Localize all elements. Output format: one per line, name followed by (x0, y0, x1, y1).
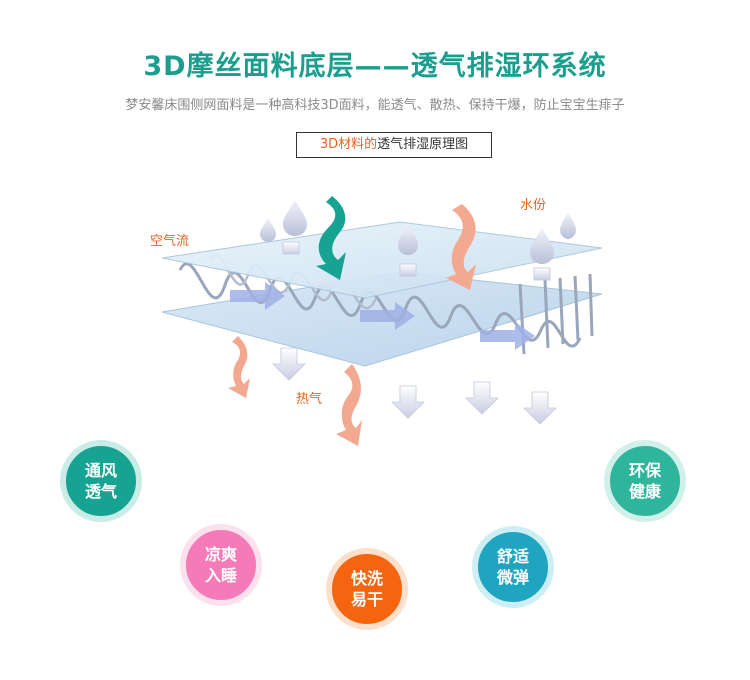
feature-badge-quick-dry: 快洗易干 (326, 548, 408, 630)
feature-badge-line1: 舒适 (496, 547, 529, 566)
top-fabric-layer (161, 221, 603, 299)
airflow-arrows (230, 282, 535, 350)
feature-badge-cool-sleep: 凉爽入睡 (180, 524, 262, 606)
feature-badge-line1: 通风 (84, 461, 117, 480)
water-drop-icons (260, 200, 576, 264)
teal-air-arrow-icon (316, 196, 346, 280)
down-arrow-icons-bottom (272, 347, 557, 425)
fabric-diagram-illustration (161, 196, 603, 446)
diagram-label: 3D材料的透气排湿原理图 (296, 132, 492, 158)
moisture-annotation: 水份 (520, 198, 547, 213)
diagram-label-rest: 透气排湿原理图 (377, 137, 469, 152)
feature-badge-eco-health: 环保健康 (604, 440, 686, 522)
page-title: 3D摩丝面料底层——透气排湿环系统 (143, 51, 607, 82)
moisture-arrow-icon (446, 204, 476, 290)
diagram-label-highlight: 3D材料的 (319, 137, 378, 152)
feature-badge-line1: 凉爽 (204, 545, 237, 564)
feature-badge-line1: 环保 (628, 461, 661, 480)
small-down-arrow-icons-top (282, 241, 551, 281)
airflow-annotation: 空气流 (150, 234, 190, 249)
heat-arrow-icons (228, 336, 362, 446)
page-subtitle: 梦安馨床围侧网面料是一种高科技3D面料，能透气、散热、保持干爆，防止宝宝生痱子 (125, 98, 625, 113)
feature-badge-line2: 透气 (84, 482, 117, 501)
feature-badge-line2: 易干 (350, 590, 383, 609)
heat-annotation: 热气 (296, 392, 323, 407)
feature-badge-line2: 健康 (628, 482, 661, 501)
feature-badge-ventilation: 通风透气 (60, 440, 142, 522)
feature-badge-line2: 入睡 (204, 566, 237, 585)
feature-badge-line2: 微弹 (496, 568, 529, 587)
feature-badge-line1: 快洗 (350, 569, 383, 588)
feature-badge-comfort: 舒适微弹 (472, 526, 554, 608)
